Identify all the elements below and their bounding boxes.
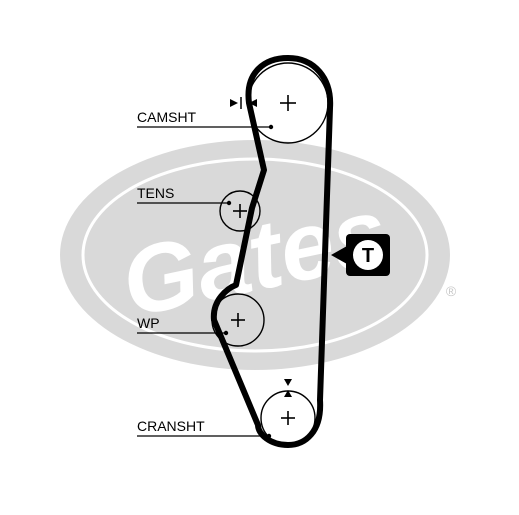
label-camshaft-text: CAMSHT [137, 109, 197, 125]
tensioner-badge: T [331, 234, 390, 276]
watermark-ellipse [60, 140, 450, 370]
label-water-pump: WP [137, 315, 229, 336]
registered-mark: ® [446, 283, 457, 299]
label-tensioner-dot [226, 200, 232, 206]
label-camshaft-dot [268, 124, 274, 130]
camshaft-pulley [230, 62, 329, 144]
label-crankshaft: CRANSHT [137, 418, 272, 439]
crankshaft-pulley [260, 379, 316, 446]
label-tensioner-text: TENS [137, 185, 174, 201]
label-crankshaft-dot [266, 433, 272, 439]
crankshaft-timing-mark-icon [284, 379, 292, 386]
camshaft-pulley-circle [247, 62, 329, 144]
tensioner-badge-letter: T [362, 245, 374, 267]
label-water-pump-dot [223, 330, 229, 336]
camshaft-pulley-mark-icon [249, 99, 257, 107]
camshaft-timing-mark-icon [230, 99, 238, 107]
tensioner-badge-circle [353, 240, 383, 270]
tensioner-pulley [219, 190, 261, 232]
label-crankshaft-text: CRANSHT [137, 418, 205, 434]
watermark-inner-cutout [81, 157, 429, 353]
water-pump-pulley-circle [211, 293, 265, 347]
crankshaft-pulley-mark-icon [284, 390, 292, 397]
label-water-pump-text: WP [137, 315, 160, 331]
label-camshaft: CAMSHT [137, 109, 274, 130]
tensioner-pulley-circle [219, 190, 261, 232]
label-tensioner: TENS [137, 185, 232, 206]
water-pump-pulley [211, 293, 265, 347]
tensioner-badge-pointer-icon [331, 246, 347, 264]
